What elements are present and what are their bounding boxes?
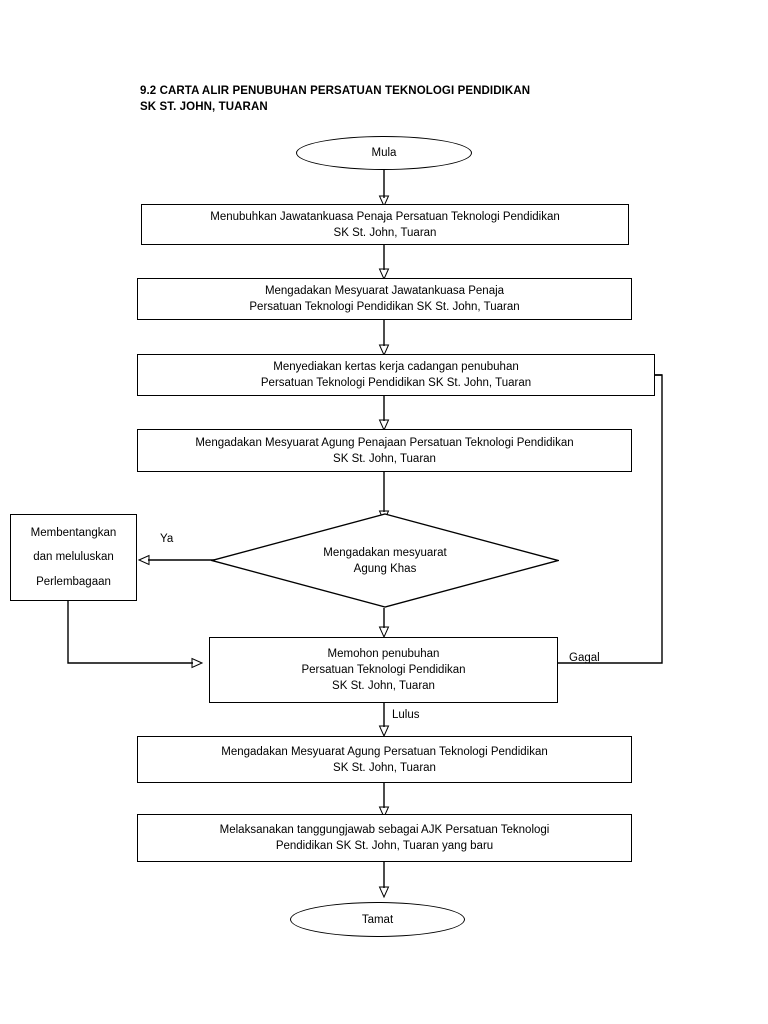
node-apply[interactable]: Memohon penubuhan Persatuan Teknologi Pe… bbox=[209, 637, 558, 703]
node-step5[interactable]: Mengadakan Mesyuarat Agung Persatuan Tek… bbox=[137, 736, 632, 783]
node-end[interactable]: Tamat bbox=[290, 902, 465, 937]
connector-side-apply bbox=[67, 601, 193, 664]
edge-label-gagal: Gagal bbox=[569, 652, 600, 664]
node-apply-line-3: SK St. John, Tuaran bbox=[332, 680, 435, 692]
node-step2-line-1: Mengadakan Mesyuarat Jawatankuasa Penaja bbox=[264, 285, 505, 297]
node-end-label: Tamat bbox=[361, 913, 394, 926]
page-title-line-2: SK ST. JOHN, TUARAN bbox=[140, 101, 268, 113]
page-title-line-1: 9.2 CARTA ALIR PENUBUHAN PERSATUAN TEKNO… bbox=[140, 85, 531, 97]
page-title: 9.2 CARTA ALIR PENUBUHAN PERSATUAN TEKNO… bbox=[140, 83, 640, 115]
node-step3-line-1: Menyediakan kertas kerja cadangan penubu… bbox=[273, 361, 519, 373]
node-side[interactable]: Membentangkan dan meluluskan Perlembagaa… bbox=[10, 514, 137, 601]
node-decision-line-2: Agung Khas bbox=[353, 562, 417, 575]
arrowhead-decision-side bbox=[137, 554, 150, 566]
node-step1-line-1: Menubuhkan Jawatankuasa Penaja Persatuan… bbox=[210, 210, 560, 223]
node-side-line-3: Perlembagaan bbox=[36, 575, 111, 588]
node-start[interactable]: Mula bbox=[296, 136, 472, 170]
node-apply-line-1: Memohon penubuhan bbox=[327, 648, 440, 660]
node-step4-line-1: Mengadakan Mesyuarat Agung Penajaan Pers… bbox=[195, 436, 574, 449]
node-decision-line-1: Mengadakan mesyuarat bbox=[323, 546, 447, 559]
arrowhead-decision-apply bbox=[378, 626, 390, 639]
node-step3-line-2: Persatuan Teknologi Pendidikan SK St. Jo… bbox=[260, 377, 532, 389]
arrowhead-apply-step5 bbox=[378, 725, 390, 738]
node-step5-line-1: Mengadakan Mesyuarat Agung Persatuan Tek… bbox=[221, 745, 548, 758]
node-step1[interactable]: Menubuhkan Jawatankuasa Penaja Persatuan… bbox=[141, 204, 629, 245]
decision-shape-icon bbox=[211, 513, 559, 608]
node-step6-line-2: Pendidikan SK St. John, Tuaran yang baru bbox=[275, 840, 494, 852]
edge-label-lulus: Lulus bbox=[392, 709, 420, 721]
node-apply-line-2: Persatuan Teknologi Pendidikan bbox=[301, 664, 466, 676]
node-side-line-1: Membentangkan bbox=[30, 527, 117, 540]
node-side-line-2: dan meluluskan bbox=[33, 551, 114, 564]
node-step6-line-1: Melaksanakan tanggungjawab sebagai AJK P… bbox=[219, 824, 550, 836]
node-step4[interactable]: Mengadakan Mesyuarat Agung Penajaan Pers… bbox=[137, 429, 632, 472]
node-decision-label: Mengadakan mesyuarat Agung Khas bbox=[211, 513, 559, 608]
node-step3[interactable]: Menyediakan kertas kerja cadangan penubu… bbox=[137, 354, 655, 396]
node-step6[interactable]: Melaksanakan tanggungjawab sebagai AJK P… bbox=[137, 814, 632, 862]
connector-apply-step3-gagal bbox=[558, 374, 663, 664]
node-step2-line-2: Persatuan Teknologi Pendidikan SK St. Jo… bbox=[249, 301, 520, 313]
arrowhead-step6-end bbox=[378, 886, 390, 899]
node-step5-line-2: SK St. John, Tuaran bbox=[333, 761, 436, 774]
edge-label-ya: Ya bbox=[160, 533, 174, 545]
node-step2[interactable]: Mengadakan Mesyuarat Jawatankuasa Penaja… bbox=[137, 278, 632, 320]
node-decision[interactable]: Mengadakan mesyuarat Agung Khas bbox=[211, 513, 559, 608]
node-step4-line-2: SK St. John, Tuaran bbox=[333, 452, 436, 465]
node-start-label: Mula bbox=[371, 147, 397, 159]
node-step1-line-2: SK St. John, Tuaran bbox=[333, 226, 437, 239]
arrowhead-side-apply bbox=[191, 657, 204, 669]
